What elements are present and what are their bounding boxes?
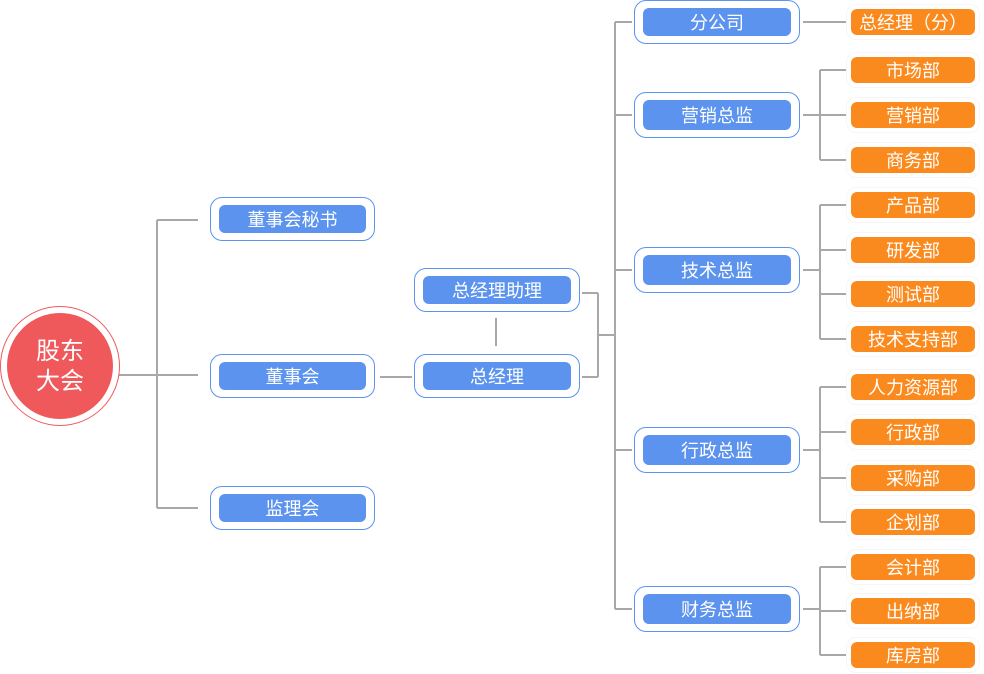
dept-tech-support[interactable]: 技术支持部 [846,321,980,357]
dept-warehouse[interactable]: 库房部 [846,637,980,673]
dept-planning[interactable]: 企划部 [846,504,980,540]
dept-testing[interactable]: 测试部 [846,276,980,312]
dept-purchasing[interactable]: 采购部 [846,460,980,496]
node-tech-director[interactable]: 技术总监 [634,247,800,293]
dept-sales[interactable]: 营销部 [846,97,980,133]
dept-cashier[interactable]: 出纳部 [846,593,980,629]
dept-market[interactable]: 市场部 [846,52,980,88]
node-branch[interactable]: 分公司 [634,0,800,44]
node-board[interactable]: 董事会 [210,354,375,398]
root-label-line2: 大会 [36,367,84,395]
dept-business[interactable]: 商务部 [846,142,980,178]
dept-rnd[interactable]: 研发部 [846,232,980,268]
dept-branch-gm[interactable]: 总经理（分） [846,4,980,40]
node-finance-director[interactable]: 财务总监 [634,586,800,632]
dept-admin[interactable]: 行政部 [846,414,980,450]
dept-accounting[interactable]: 会计部 [846,549,980,585]
node-board-secretary[interactable]: 董事会秘书 [210,197,375,241]
node-supervisory[interactable]: 监理会 [210,486,375,530]
node-admin-director[interactable]: 行政总监 [634,427,800,473]
node-general-manager[interactable]: 总经理 [414,354,580,398]
node-marketing-director[interactable]: 营销总监 [634,92,800,138]
root-label-line1: 股东 [36,337,84,365]
root-node-shareholders[interactable]: 股东 大会 [0,306,120,426]
dept-hr[interactable]: 人力资源部 [846,369,980,405]
node-gm-assistant[interactable]: 总经理助理 [414,268,580,312]
dept-product[interactable]: 产品部 [846,187,980,223]
